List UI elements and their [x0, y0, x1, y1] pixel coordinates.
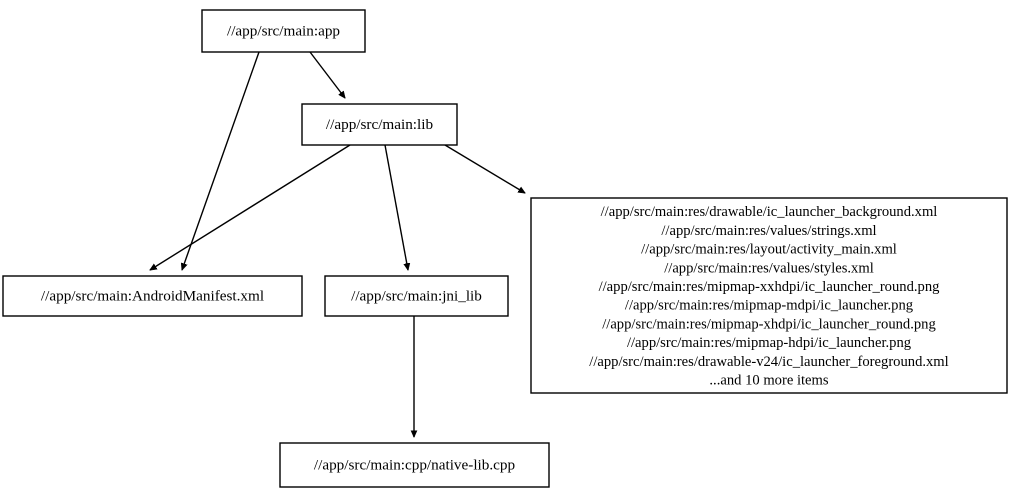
- edge-lib-to-manifest: [150, 144, 351, 270]
- node-box-app: [201, 9, 366, 53]
- node-label-line: //app/src/main:res/values/styles.xml: [664, 260, 874, 276]
- node-label-line: //app/src/main:res/drawable/ic_launcher_…: [601, 204, 938, 220]
- node-label-resources: //app/src/main:res/drawable/ic_launcher_…: [589, 204, 948, 388]
- edges-layer: [150, 51, 525, 437]
- edge-app-to-manifest: [182, 51, 260, 270]
- node-box-lib: [301, 103, 458, 146]
- nodes-layer: //app/src/main:app //app/src/main:lib //ap…: [2, 9, 1008, 488]
- node-label-app: //app/src/main:app: [227, 22, 340, 39]
- edge-lib-to-resources: [444, 144, 525, 194]
- node-box-jni_lib: [324, 275, 509, 317]
- node-label-line: //app/src/main:res/mipmap-xxhdpi/ic_laun…: [599, 279, 941, 295]
- node-label-line: //app/src/main:res/mipmap-hdpi/ic_launch…: [627, 335, 912, 351]
- node-manifest[interactable]: //app/src/main:AndroidManifest.xml: [2, 275, 303, 317]
- node-label-line: //app/src/main:res/layout/activity_main.…: [641, 242, 897, 258]
- node-label-native_lib: //app/src/main:cpp/native-lib.cpp: [314, 456, 515, 473]
- node-label-manifest: //app/src/main:AndroidManifest.xml: [41, 287, 264, 304]
- node-jni_lib[interactable]: //app/src/main:jni_lib: [324, 275, 509, 317]
- node-label-jni_lib: //app/src/main:jni_lib: [351, 287, 482, 304]
- node-label-line: //app/src/main:res/drawable-v24/ic_launc…: [589, 354, 948, 370]
- node-label-line: //app/src/main:res/values/strings.xml: [661, 223, 876, 239]
- node-box-resources: [530, 197, 1008, 394]
- node-box-manifest: [2, 275, 303, 317]
- edge-app-to-lib: [309, 51, 345, 98]
- node-label-lib: //app/src/main:lib: [326, 116, 434, 133]
- node-box-native_lib: [279, 442, 550, 488]
- node-app[interactable]: //app/src/main:app: [201, 9, 366, 53]
- node-label-line: //app/src/main:res/mipmap-mdpi/ic_launch…: [625, 298, 914, 314]
- node-resources[interactable]: //app/src/main:res/drawable/ic_launcher_…: [530, 197, 1008, 394]
- node-label-line: //app/src/main:res/mipmap-xhdpi/ic_launc…: [602, 316, 936, 332]
- node-native_lib[interactable]: //app/src/main:cpp/native-lib.cpp: [279, 442, 550, 488]
- edge-lib-to-jni: [384, 144, 408, 270]
- node-lib[interactable]: //app/src/main:lib: [301, 103, 458, 146]
- node-label-line: ...and 10 more items: [709, 373, 828, 389]
